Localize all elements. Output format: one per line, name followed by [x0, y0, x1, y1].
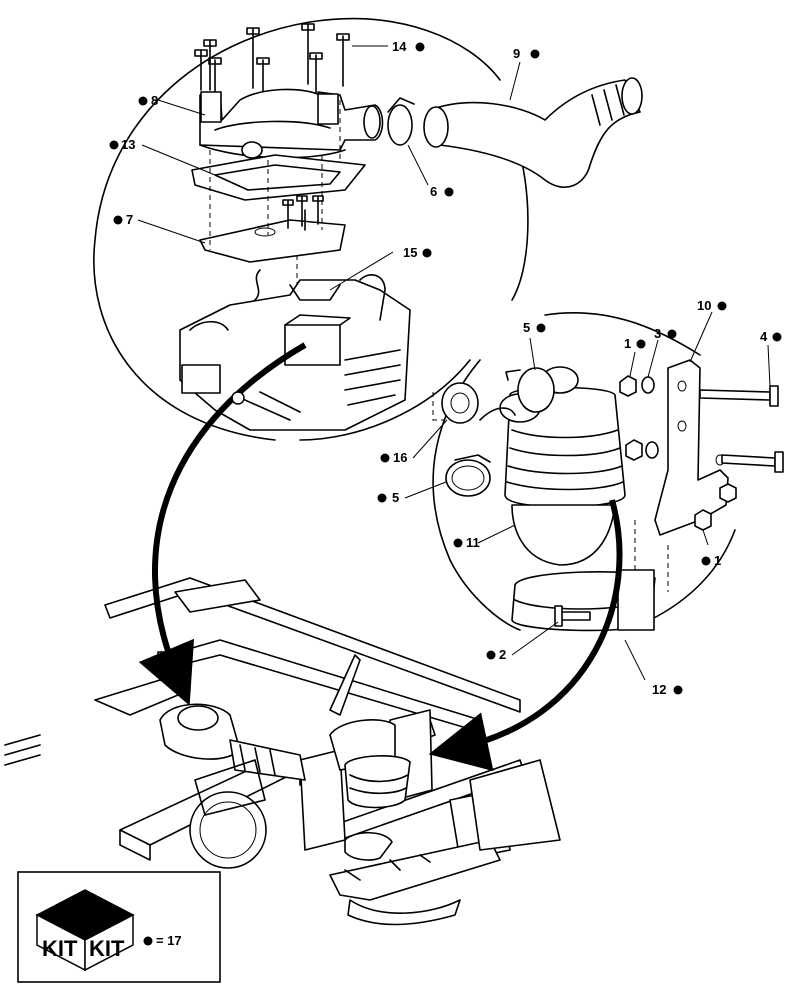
callout-5-lower: 5 [377, 490, 399, 505]
location-arrow-manifold [138, 342, 307, 706]
svg-text:5: 5 [392, 490, 399, 505]
callout-6: 6 [430, 184, 454, 199]
kit-cube-icon: KIT KIT [35, 889, 135, 972]
svg-text:3: 3 [654, 326, 661, 341]
plate-7 [137, 195, 346, 263]
callout-1-upper: 1 [624, 336, 646, 351]
arrow-origin-dot [231, 391, 245, 405]
svg-text:10: 10 [697, 298, 711, 313]
callout-8: 8 [138, 93, 158, 108]
callout-14: 14 [392, 39, 425, 54]
kit-legend-label: = 17 [156, 933, 182, 948]
hose-clamp-5-lower [404, 454, 491, 499]
svg-text:KIT: KIT [89, 936, 125, 961]
callout-13: 13 [109, 137, 135, 152]
svg-text:14: 14 [392, 39, 407, 54]
svg-text:1: 1 [624, 336, 631, 351]
hose-clamp-5-upper [505, 337, 555, 413]
callout-16: 16 [380, 450, 407, 465]
nuts-1-and-washers-3 [619, 339, 737, 546]
grommet-16 [412, 382, 479, 459]
svg-text:6: 6 [430, 184, 437, 199]
engine-head-section [179, 251, 411, 431]
callout-7: 7 [113, 212, 133, 227]
detail-circle-air-filter [432, 311, 736, 631]
callout-12: 12 [652, 682, 683, 697]
svg-text:4: 4 [760, 329, 768, 344]
callout-9: 9 [513, 46, 540, 61]
air-filter-housing-11 [477, 366, 626, 566]
svg-text:7: 7 [126, 212, 133, 227]
callout-1-lower: 1 [701, 553, 721, 568]
kit-legend-dot [143, 936, 153, 946]
screw-group-14 [194, 23, 388, 111]
callout-4: 4 [760, 329, 782, 344]
callout-3: 3 [654, 326, 677, 341]
manifold-cover-8 [157, 88, 384, 159]
callout-2: 2 [486, 647, 506, 662]
location-arrow-air-filter [428, 499, 623, 772]
callout-15: 15 [403, 245, 432, 260]
installed-manifold [159, 703, 306, 869]
svg-text:15: 15 [403, 245, 417, 260]
hose-clamp-6 [387, 97, 429, 186]
callout-5-upper: 5 [523, 320, 546, 335]
svg-text:1: 1 [714, 553, 721, 568]
svg-text:16: 16 [393, 450, 407, 465]
svg-text:5: 5 [523, 320, 530, 335]
bolt-4 [699, 344, 784, 473]
mounting-bracket-10 [654, 311, 729, 536]
svg-text:KIT: KIT [42, 936, 78, 961]
intake-hose-9 [423, 61, 643, 189]
svg-text:8: 8 [151, 93, 158, 108]
svg-text:12: 12 [652, 682, 666, 697]
svg-text:11: 11 [466, 535, 480, 550]
callout-10: 10 [697, 298, 727, 313]
installed-air-filter [329, 719, 411, 861]
kit-legend-box: KIT KIT = 17 [17, 871, 221, 983]
svg-text:13: 13 [121, 137, 135, 152]
svg-text:9: 9 [513, 46, 520, 61]
callout-11: 11 [453, 535, 480, 550]
svg-text:2: 2 [499, 647, 506, 662]
